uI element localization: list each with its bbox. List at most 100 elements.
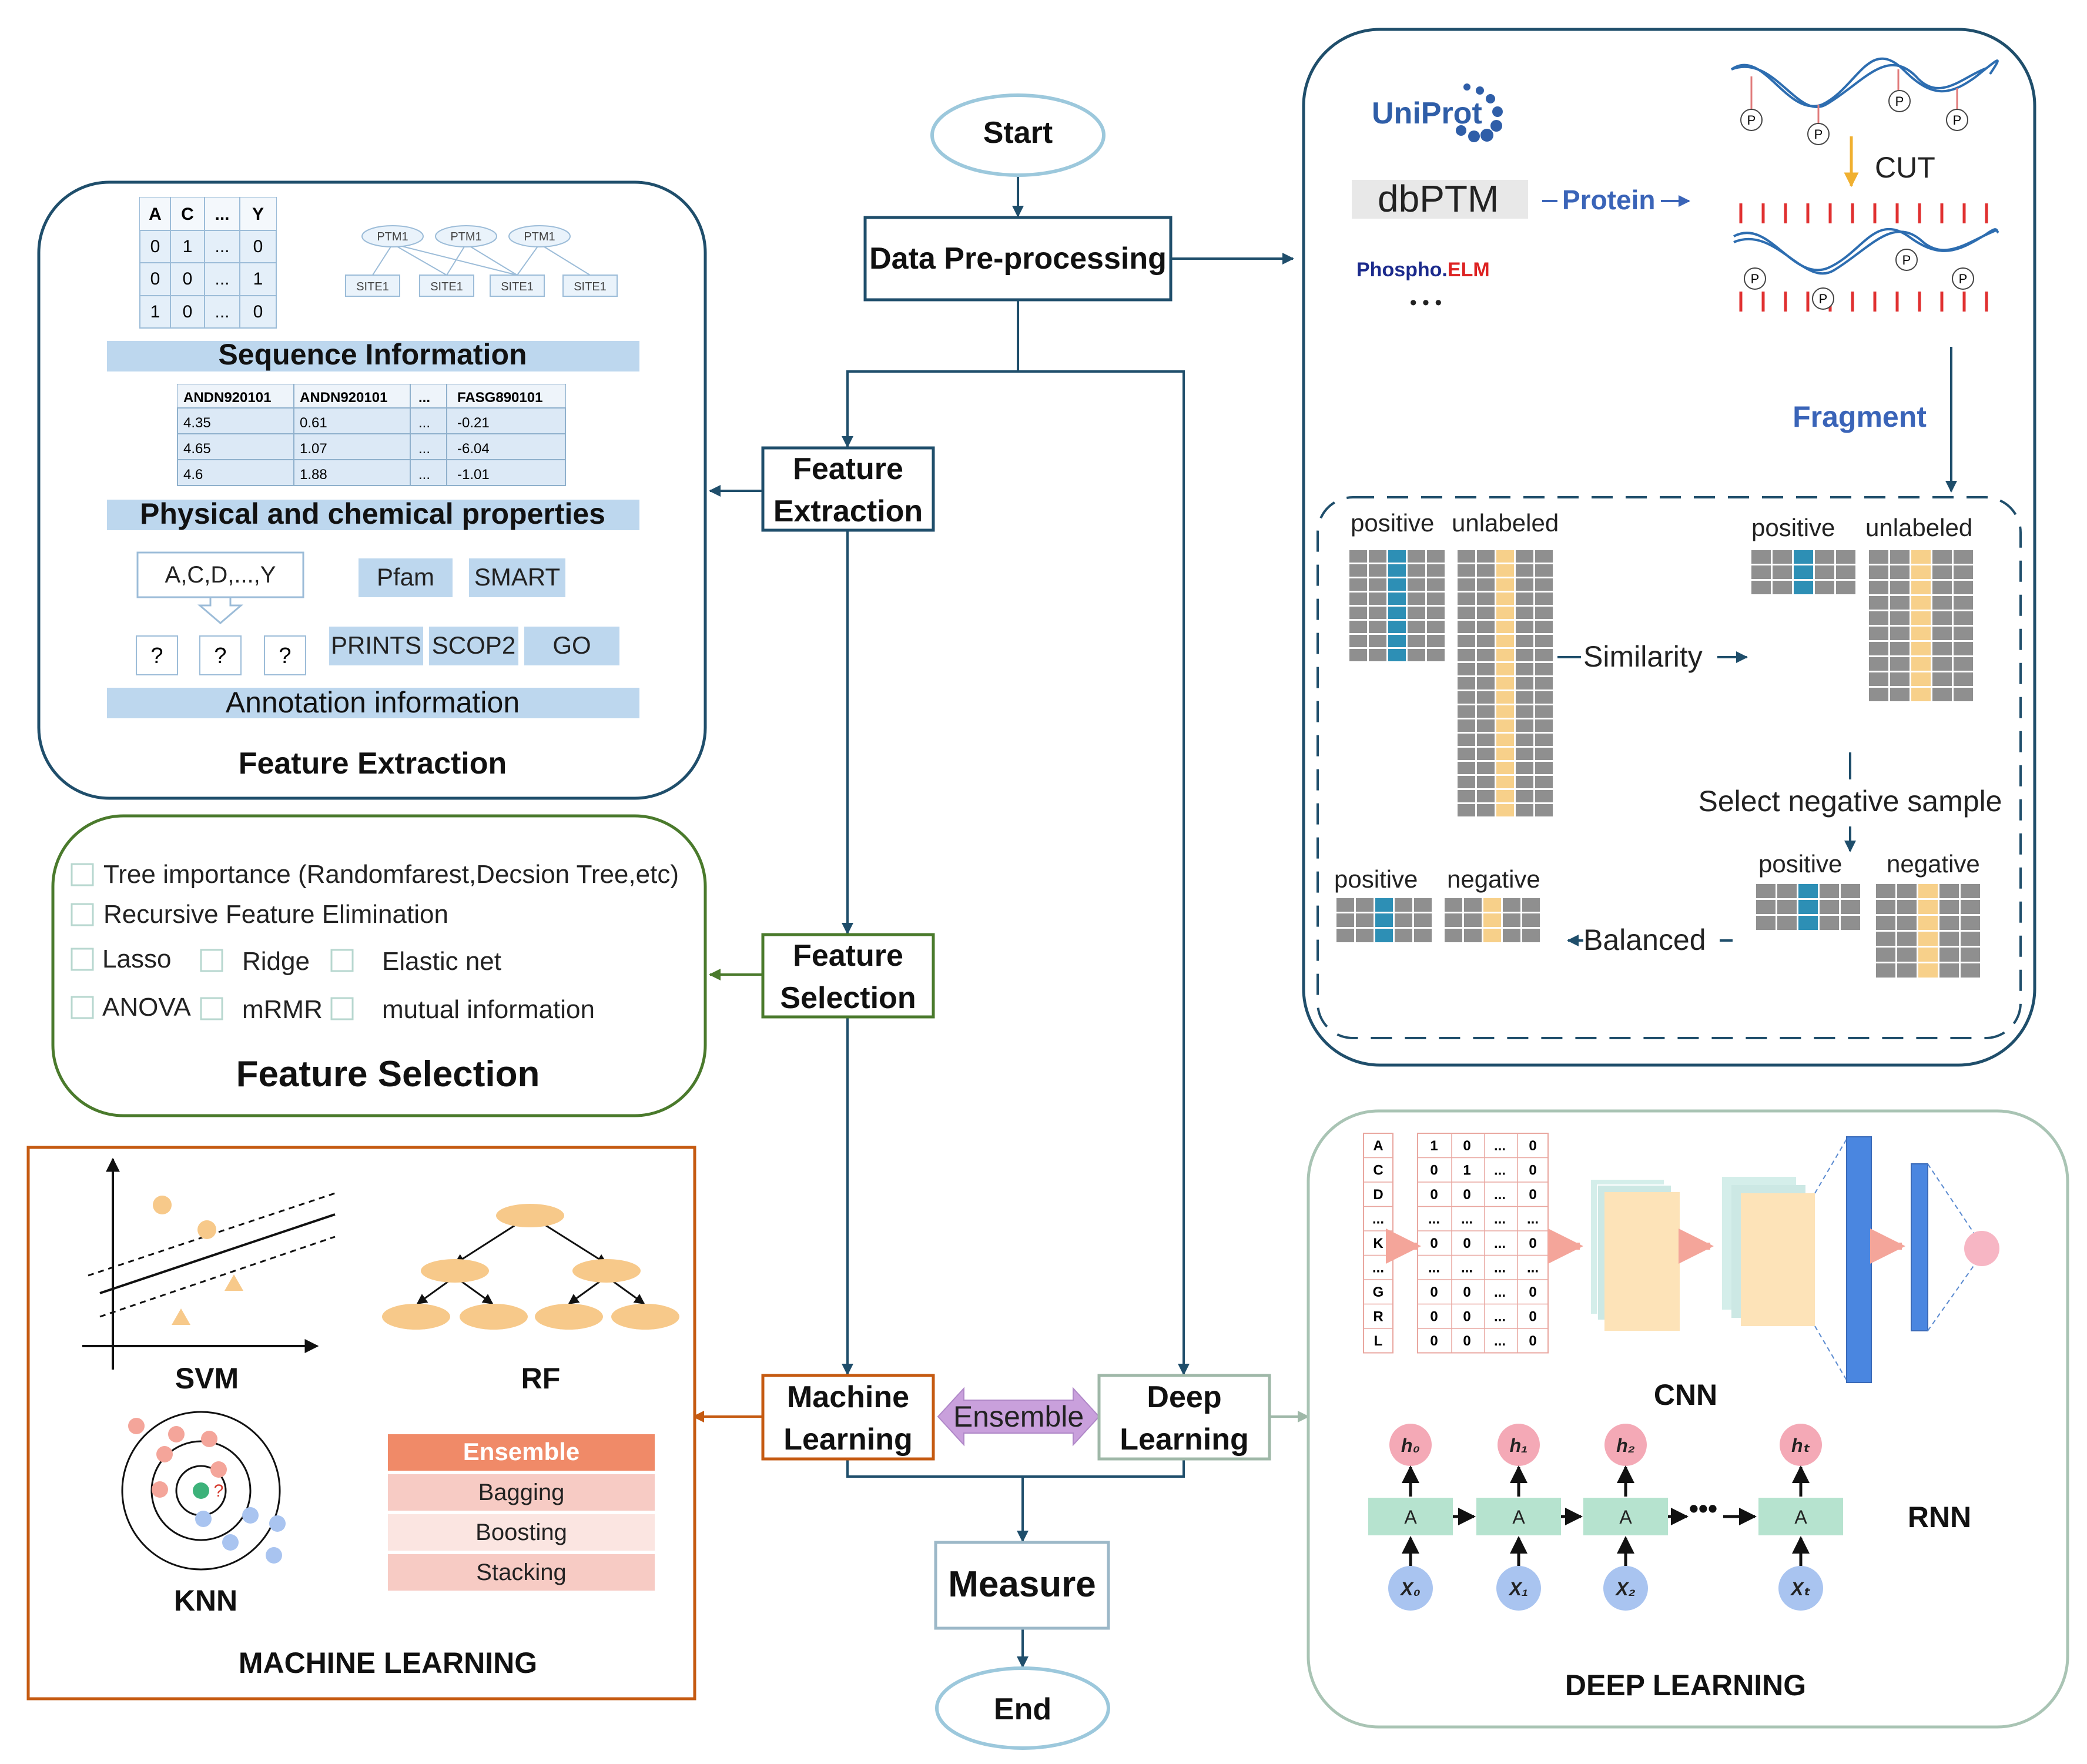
- grid-cell: [1777, 916, 1797, 930]
- db-tag-pfam: [359, 558, 453, 597]
- extraction-panel-title: Feature Extraction: [239, 747, 507, 781]
- more-sources-ellipsis: • • •: [1410, 292, 1442, 314]
- grid-cell: [1794, 550, 1813, 564]
- grid-cell: [1496, 677, 1514, 689]
- central-flow: Start Data Pre-processing Feature Extrac…: [692, 93, 1309, 1750]
- feature-extraction-label-2: Extraction: [773, 494, 923, 528]
- grid-cell: [1458, 804, 1475, 816]
- phys-header: ...: [418, 390, 430, 406]
- qmark-text: ?: [214, 644, 226, 668]
- grid-cell: [1477, 719, 1495, 732]
- grid-cell: [1356, 898, 1374, 912]
- grid-cell: [1516, 748, 1533, 760]
- grid-cell: [1458, 748, 1475, 760]
- qmark-text: ?: [150, 644, 163, 668]
- balanced-label: Balanced: [1583, 923, 1706, 956]
- rnn-x-label: X₁: [1508, 1578, 1529, 1599]
- grid-cell: [1349, 578, 1367, 591]
- grid-cell: [1477, 691, 1495, 704]
- grid-cell: [1349, 607, 1367, 619]
- grid-cell: [1756, 900, 1776, 914]
- grid-cell: [1932, 581, 1952, 594]
- grid-cell: [1388, 635, 1406, 647]
- seq-cell: ...: [215, 237, 229, 256]
- grid-cell: [1820, 916, 1839, 930]
- onehot-cell: 0: [1430, 1333, 1438, 1349]
- grid-cell: [1503, 929, 1520, 942]
- onehot-cell: 0: [1529, 1309, 1536, 1325]
- svm-illustration: SVM: [82, 1157, 336, 1395]
- grid-cell: [1388, 649, 1406, 661]
- onehot-letter: K: [1373, 1236, 1383, 1251]
- grid-cell: [1395, 913, 1412, 927]
- onehot-letter: D: [1373, 1187, 1383, 1203]
- grid-cell: [1516, 804, 1533, 816]
- grid-cell: [1414, 913, 1432, 927]
- grid-cell: [1496, 734, 1514, 746]
- seq-cell: ...: [215, 269, 229, 289]
- knn-label: KNN: [174, 1584, 237, 1617]
- phys-cell: -6.04: [457, 441, 490, 457]
- grid-cell: [1496, 790, 1514, 802]
- grid-cell: [1516, 663, 1533, 675]
- grid-cell: [1458, 776, 1475, 788]
- site-label: SITE1: [356, 280, 389, 293]
- grid-cell: [1388, 621, 1406, 633]
- grid-cell: [1911, 642, 1931, 655]
- feature-selection-node: [761, 933, 935, 1019]
- grid-cell: [1911, 657, 1931, 671]
- grid-cell: [1897, 948, 1917, 962]
- grid-cell: [1516, 790, 1533, 802]
- seq-cell: 0: [253, 237, 263, 256]
- grid-cell: [1820, 900, 1839, 914]
- grid-cell: [1503, 913, 1520, 927]
- grid-cell: [1427, 649, 1445, 661]
- grid-positive-4: [1756, 884, 1860, 930]
- grid-cell: [1349, 621, 1367, 633]
- db-tag-prints: [329, 627, 423, 665]
- rnn-x-label: X₂: [1614, 1578, 1636, 1599]
- qmark-box: [136, 635, 178, 675]
- grid-cell: [1395, 929, 1412, 942]
- end-node: [935, 1666, 1110, 1750]
- checkbox-icon: [71, 863, 94, 886]
- grid-cell: [1535, 762, 1553, 774]
- seq-cell: 0: [253, 302, 263, 322]
- grid-cell: [1496, 762, 1514, 774]
- ptm-label: PTM1: [450, 230, 481, 243]
- pos-label-3: positive: [1334, 865, 1418, 893]
- deep-learning-label-1: Deep: [1147, 1380, 1221, 1414]
- selection-lasso: Lasso: [102, 945, 171, 973]
- grid-cell: [1954, 672, 1973, 686]
- grid-cell: [1408, 649, 1425, 661]
- onehot-cell: ...: [1494, 1187, 1506, 1203]
- onehot-cell: 0: [1529, 1138, 1536, 1154]
- grid-cell: [1477, 635, 1495, 647]
- protein-chain-cut: P P P P: [1733, 203, 1999, 312]
- rnn-h-node: [1604, 1424, 1647, 1466]
- grid-cell: [1897, 932, 1917, 946]
- grid-cell: [1445, 898, 1462, 912]
- grid-cell: [1954, 657, 1973, 671]
- grid-cell: [1876, 948, 1895, 962]
- dbptm-logo: dbPTM: [1378, 178, 1499, 220]
- grid-cell: [1458, 635, 1475, 647]
- grid-cell: [1388, 607, 1406, 619]
- grid-cell: [1483, 913, 1501, 927]
- grid-cell: [1911, 550, 1931, 564]
- grid-cell: [1458, 578, 1475, 591]
- onehot-cell: 1: [1430, 1138, 1438, 1154]
- onehot-cell: 0: [1529, 1187, 1536, 1203]
- unl-label-2: unlabeled: [1865, 514, 1972, 541]
- ptm-nodes: PTM1 PTM1 PTM1 SITE1 SITE1 SITE1 SITE1: [345, 225, 618, 297]
- grid-cell: [1918, 948, 1938, 962]
- dbptm-logo-bg: [1352, 180, 1528, 219]
- onehot-letter: ...: [1372, 1211, 1384, 1227]
- grid-cell: [1535, 564, 1553, 577]
- seq-header-dots: ...: [215, 205, 229, 224]
- preprocess-label: Data Pre-processing: [869, 242, 1167, 276]
- grid-cell: [1388, 578, 1406, 591]
- grid-cell: [1939, 963, 1959, 978]
- select-negative-label: Select negative sample: [1699, 785, 2002, 818]
- grid-cell: [1408, 607, 1425, 619]
